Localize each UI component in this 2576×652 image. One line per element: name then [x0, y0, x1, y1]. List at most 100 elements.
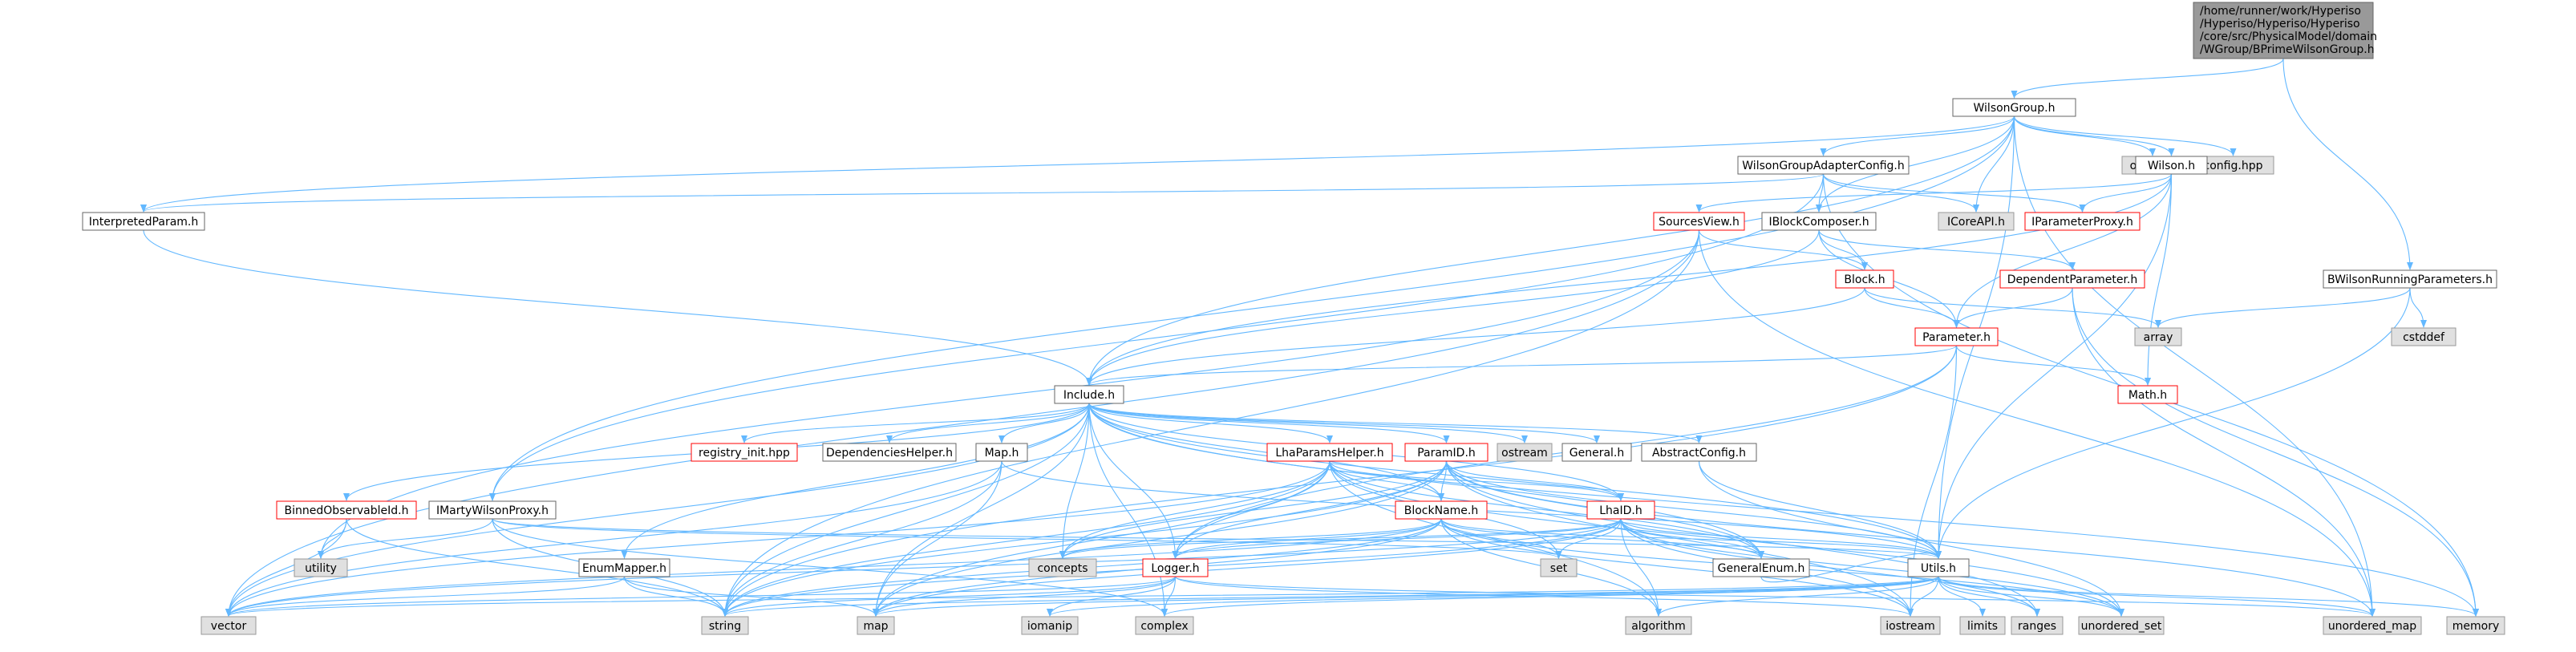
- node-wilsongroupadapter[interactable]: WilsonGroupAdapterConfig.h: [1737, 156, 1910, 175]
- edge-maph-to-map: [873, 460, 1002, 617]
- edge-lhaparamshelper-to-blockname: [1329, 460, 1444, 501]
- node-limits[interactable]: limits: [1959, 616, 2006, 635]
- node-memory[interactable]: memory: [2446, 616, 2505, 635]
- node-vector[interactable]: vector: [200, 616, 257, 635]
- node-iostream[interactable]: iostream: [1880, 616, 1941, 635]
- node-box-iblockcomposer: [1761, 212, 1877, 231]
- edge-abstractconfig-to-utilsh: [1698, 460, 1942, 559]
- node-label-map: map: [863, 620, 888, 633]
- edge-blockname-to-generalenum: [1440, 518, 1764, 559]
- node-box-bwilsonrunning: [2323, 269, 2497, 289]
- node-includeh[interactable]: Include.h: [1054, 385, 1124, 404]
- node-generalh[interactable]: General.h: [1561, 443, 1632, 462]
- edge-sourcesview-to-unorderedmap: [1698, 229, 2376, 617]
- node-ostream[interactable]: ostream: [1497, 443, 1553, 462]
- node-array[interactable]: array: [2134, 327, 2182, 346]
- node-imarty[interactable]: IMartyWilsonProxy.h: [428, 500, 557, 520]
- node-box-enummapper: [578, 558, 670, 577]
- edge-generalenum-to-utilsh: [1760, 550, 1942, 583]
- node-string[interactable]: string: [701, 616, 749, 635]
- node-label-vector: vector: [211, 620, 247, 633]
- edge-includeh-to-blockname: [1088, 403, 1444, 501]
- node-label-includeh: Include.h: [1063, 389, 1115, 402]
- node-lhaparamshelper[interactable]: LhaParamsHelper.h: [1266, 443, 1393, 462]
- node-sourcesview[interactable]: SourcesView.h: [1653, 212, 1745, 231]
- node-mathh[interactable]: Math.h: [2117, 385, 2178, 404]
- edge-lhaid-to-concepts: [1059, 518, 1622, 559]
- node-concepts[interactable]: concepts: [1028, 558, 1097, 577]
- node-label-enummapper: EnumMapper.h: [582, 562, 666, 575]
- edge-utilsh-to-string: [722, 576, 1939, 617]
- node-enummapper[interactable]: EnumMapper.h: [578, 558, 670, 577]
- edge-imarty-to-utility: [318, 518, 493, 559]
- edge-utilsh-to-unorderedmap: [1938, 576, 2376, 617]
- node-bwilsonrunning[interactable]: BWilsonRunningParameters.h: [2323, 269, 2497, 289]
- node-map[interactable]: map: [857, 616, 895, 635]
- edge-wilsonh-to-parameterh: [1953, 173, 2173, 328]
- edge-lhaid-to-ranges: [1620, 518, 2040, 617]
- edge-lhaid-to-generalenum: [1620, 518, 1764, 559]
- node-label-iparameterproxy: IParameterProxy.h: [2031, 216, 2133, 229]
- node-interpretedparam[interactable]: InterpretedParam.h: [82, 212, 205, 231]
- node-label-string: string: [709, 620, 741, 633]
- node-cstddef[interactable]: cstddef: [2391, 327, 2457, 346]
- node-box-vector: [200, 616, 257, 635]
- edge-includeh-to-loggerh: [1088, 403, 1179, 559]
- node-iblockcomposer[interactable]: IBlockComposer.h: [1761, 212, 1877, 231]
- node-ranges[interactable]: ranges: [2011, 616, 2064, 635]
- edge-wilsongroup-to-wilsongroupadapter: [1820, 115, 2015, 156]
- node-wilsongroup[interactable]: WilsonGroup.h: [1952, 98, 2076, 117]
- edge-includeh-to-ostream: [1088, 403, 1528, 443]
- node-confighpp[interactable]: config.hpp: [2192, 156, 2274, 175]
- node-blockname[interactable]: BlockName.h: [1395, 500, 1488, 520]
- node-loggerh[interactable]: Logger.h: [1142, 558, 1209, 577]
- edge-bwilsonrunning-to-array: [2155, 287, 2411, 328]
- node-label-wilsongroupadapter: WilsonGroupAdapterConfig.h: [1742, 160, 1904, 172]
- node-abstractconfig[interactable]: AbstractConfig.h: [1641, 443, 1757, 462]
- node-unorderedmap[interactable]: unordered_map: [2323, 616, 2422, 635]
- edge-includeh-to-maph: [998, 403, 1090, 443]
- node-label-wilsonh: Wilson.h: [2148, 160, 2195, 172]
- node-label-bwilsonrunning: BWilsonRunningParameters.h: [2327, 273, 2493, 286]
- node-label-loggerh: Logger.h: [1151, 562, 1199, 575]
- edge-lhaid-to-algorithm: [1620, 518, 1662, 617]
- edge-wilsongroup-to-imarty: [489, 115, 2015, 501]
- node-complex[interactable]: complex: [1135, 616, 1194, 635]
- edge-interpretedparam-to-includeh: [143, 229, 1092, 386]
- node-label-generalenum: GeneralEnum.h: [1718, 562, 1805, 575]
- node-iparameterproxy[interactable]: IParameterProxy.h: [2024, 212, 2141, 231]
- edge-utilsh-to-ranges: [1938, 576, 2040, 617]
- node-binnedobs[interactable]: BinnedObservableId.h: [276, 500, 417, 520]
- node-icoreapi[interactable]: ICoreAPI.h: [1938, 212, 2015, 231]
- node-dephelper[interactable]: DependenciesHelper.h: [822, 443, 957, 462]
- edge-parameterh-to-mathh: [1955, 345, 2151, 386]
- edge-wilsongroup-to-unorderedmap: [2013, 115, 2376, 617]
- node-unorderedset[interactable]: unordered_set: [2078, 616, 2165, 635]
- edge-lhaparamshelper-to-concepts: [1059, 460, 1331, 559]
- edge-loggerh-to-complex: [1161, 576, 1177, 617]
- node-box-sourcesview: [1653, 212, 1745, 231]
- node-blockh[interactable]: Block.h: [1835, 269, 1894, 289]
- node-maph[interactable]: Map.h: [975, 443, 1028, 462]
- edge-utilsh-to-map: [873, 576, 1939, 617]
- edge-loggerh-to-string: [722, 576, 1177, 617]
- node-parameterh[interactable]: Parameter.h: [1914, 327, 1999, 346]
- node-box-limits: [1959, 616, 2006, 635]
- edge-utilsh-to-unorderedset: [1938, 576, 2124, 617]
- node-lhaid[interactable]: LhaID.h: [1586, 500, 1655, 520]
- node-dependentparam[interactable]: DependentParameter.h: [1999, 269, 2145, 289]
- node-utilsh[interactable]: Utils.h: [1907, 558, 1970, 577]
- node-set[interactable]: set: [1540, 558, 1578, 577]
- node-generalenum[interactable]: GeneralEnum.h: [1712, 558, 1810, 577]
- node-wilsonh[interactable]: Wilson.h: [2135, 156, 2208, 175]
- node-iomanip[interactable]: iomanip: [1021, 616, 1079, 635]
- root-node[interactable]: /home/runner/work/Hyperiso /Hyperiso/Hyp…: [2193, 2, 2377, 59]
- edge-loggerh-to-vector: [225, 576, 1177, 617]
- node-utility[interactable]: utility: [294, 558, 348, 577]
- node-registryinit[interactable]: registry_init.hpp: [691, 443, 798, 462]
- node-paramid[interactable]: ParamID.h: [1404, 443, 1488, 462]
- node-box-lhaid: [1586, 500, 1655, 520]
- node-box-map: [857, 616, 895, 635]
- dependency-edges: [140, 58, 2479, 617]
- node-algorithm[interactable]: algorithm: [1625, 616, 1692, 635]
